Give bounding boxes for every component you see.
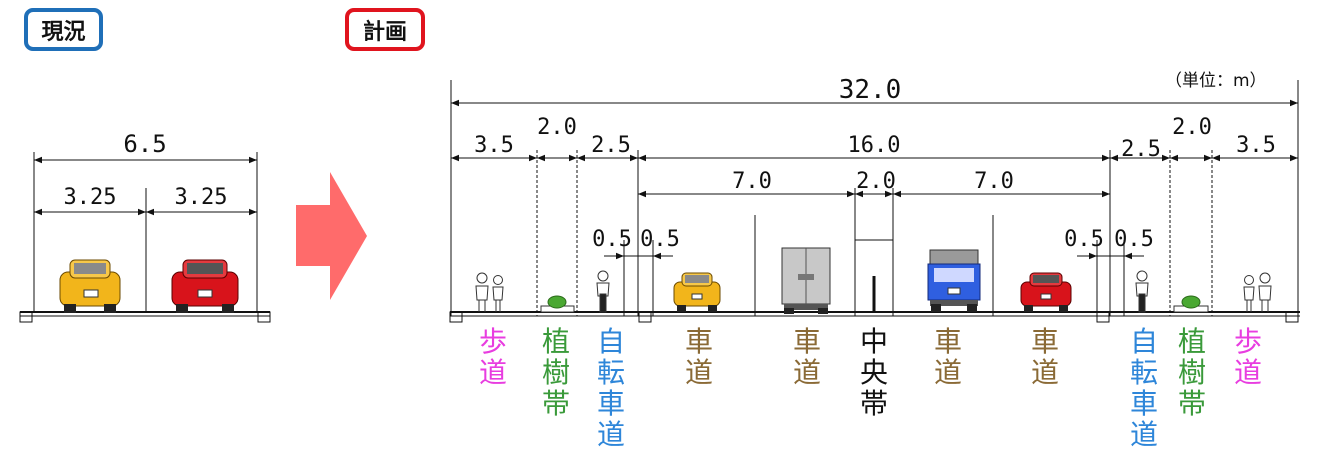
lane-right-dim: 7.0 (974, 169, 1014, 194)
plan-section (449, 80, 1300, 323)
label-char: 植 (1177, 325, 1206, 358)
label-char: 道 (792, 356, 821, 389)
pedestrian-right-icon (1243, 272, 1272, 312)
plan-curb-outer-left (449, 311, 463, 323)
truck-right-icon (927, 249, 981, 312)
sidewalk-left-dim: 3.5 (474, 133, 514, 158)
plan-curb-outer-right (1285, 311, 1299, 323)
label-char: 樹 (541, 356, 570, 389)
label-char: 道 (596, 418, 625, 451)
current-curb-left (19, 311, 33, 323)
bike-left-label: 自転車道 (594, 326, 628, 450)
lane-left-dim: 7.0 (732, 169, 772, 194)
label-char: 植 (541, 325, 570, 358)
label-char: 道 (1030, 356, 1059, 389)
sidewalk-left-label: 歩道 (476, 326, 510, 388)
planting-right-label: 植樹帯 (1175, 326, 1209, 419)
label-char: 帯 (541, 387, 570, 420)
current-curb-right (257, 311, 271, 323)
planting-left-label: 植樹帯 (539, 326, 573, 419)
bike-left-dim: 2.5 (591, 133, 631, 158)
sidewalk-right-label: 歩道 (1231, 326, 1265, 388)
transition-arrow-icon (296, 172, 367, 300)
label-char: 車 (792, 325, 821, 358)
label-char: 転 (1129, 356, 1158, 389)
label-char: 道 (933, 356, 962, 389)
label-char: 道 (1129, 418, 1158, 451)
label-char: 車 (684, 325, 713, 358)
carriageway-label-1: 車道 (682, 326, 716, 388)
label-char: 自 (1129, 325, 1158, 358)
label-char: 車 (1129, 387, 1158, 420)
planting-left-dim: 2.0 (537, 115, 577, 140)
plan-total-dim: 32.0 (839, 75, 902, 105)
label-char: 車 (1030, 325, 1059, 358)
median-label: 中央帯 (857, 326, 891, 419)
label-char: 央 (859, 356, 888, 389)
label-char: 道 (684, 356, 713, 389)
truck-left-icon (781, 247, 831, 314)
label-char: 帯 (859, 387, 888, 420)
plan-red-car-icon (1020, 272, 1072, 312)
planned-badge: 計画 (345, 8, 425, 51)
label-char: 樹 (1177, 356, 1206, 389)
label-char: 車 (596, 387, 625, 420)
current-total-dim: 6.5 (123, 130, 166, 158)
planting-right-dim: 2.0 (1172, 115, 1212, 140)
current-left-lane-dim: 3.25 (64, 185, 117, 210)
label-char: 自 (596, 325, 625, 358)
cyclist-left-icon (596, 270, 610, 313)
label-char: 歩 (1233, 325, 1262, 358)
plan-curb-right (1096, 311, 1110, 323)
unit-note: （単位：m） (1165, 71, 1267, 91)
shoulder-left-b-dim: 0.5 (640, 227, 680, 252)
cyclist-right-icon (1135, 270, 1149, 313)
carriageway-label-3: 車道 (931, 326, 965, 388)
current-right-lane-dim: 3.25 (175, 185, 228, 210)
current-red-car-icon (171, 259, 239, 313)
pedestrian-left-icon (475, 272, 504, 312)
plan-yellow-car-icon (673, 272, 721, 312)
label-char: 中 (859, 325, 888, 358)
sidewalk-right-dim: 3.5 (1236, 133, 1276, 158)
shoulder-right-b-dim: 0.5 (1114, 227, 1154, 252)
carriageway-label-4: 車道 (1028, 326, 1062, 388)
shrub-left-icon (540, 295, 575, 313)
shrub-right-icon (1173, 295, 1209, 313)
label-char: 道 (1233, 356, 1262, 389)
label-char: 帯 (1177, 387, 1206, 420)
carriageway-total-dim: 16.0 (848, 133, 901, 158)
label-char: 転 (596, 356, 625, 389)
label-char: 車 (933, 325, 962, 358)
shoulder-right-a-dim: 0.5 (1064, 227, 1104, 252)
current-badge: 現況 (24, 8, 103, 51)
label-char: 道 (478, 356, 507, 389)
carriageway-label-2: 車道 (790, 326, 824, 388)
current-yellow-car-icon (59, 259, 121, 313)
label-char: 歩 (478, 325, 507, 358)
shoulder-left-a-dim: 0.5 (592, 227, 632, 252)
bike-right-dim: 2.5 (1121, 137, 1161, 162)
median-dim: 2.0 (856, 169, 896, 194)
bike-right-label: 自転車道 (1127, 326, 1161, 450)
plan-curb-left (638, 311, 652, 323)
